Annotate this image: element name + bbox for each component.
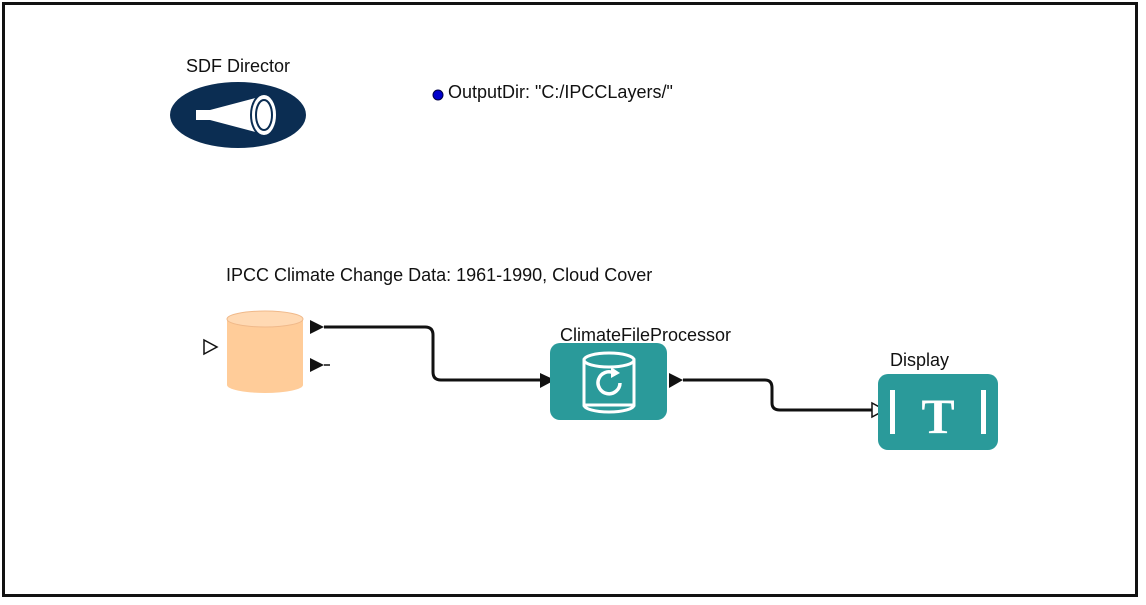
display-actor[interactable]: T <box>868 372 1000 452</box>
output-port-1-icon <box>310 320 324 334</box>
director-label: SDF Director <box>186 56 291 76</box>
sdf-director-icon[interactable] <box>168 80 308 150</box>
input-port-icon <box>203 338 219 356</box>
data-source-actor[interactable] <box>200 305 340 395</box>
climate-file-processor-actor[interactable] <box>540 340 685 425</box>
output-dir-parameter[interactable]: OutputDir: "C:/IPCCLayers/" <box>448 82 673 102</box>
processor-input-port-icon <box>540 373 555 388</box>
display-label: Display <box>890 350 950 370</box>
database-refresh-icon <box>582 351 636 414</box>
parameter-bullet-icon <box>432 89 444 101</box>
data-source-label: IPCC Climate Change Data: 1961-1990, Clo… <box>226 265 653 285</box>
text-display-icon: T <box>921 388 954 444</box>
output-port-2-icon <box>310 358 324 372</box>
processor-label: ClimateFileProcessor <box>560 325 732 345</box>
processor-output-port-icon <box>669 373 683 388</box>
